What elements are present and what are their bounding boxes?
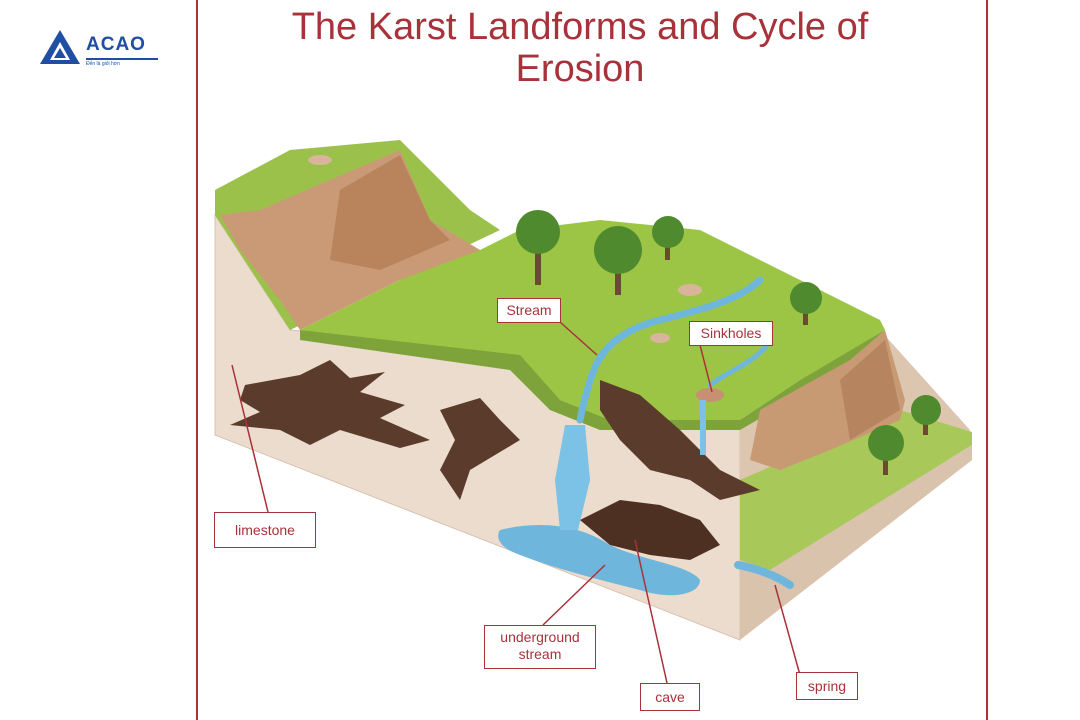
- underground-waterfall: [555, 425, 590, 530]
- acao-logo-mark-icon: [40, 30, 80, 64]
- spring-outflow: [734, 561, 794, 589]
- right-cliff-shade: [840, 340, 900, 440]
- tree-6: [911, 395, 941, 435]
- label-spring: spring: [796, 672, 858, 700]
- leader-spring: [774, 584, 801, 676]
- label-stream: Stream: [497, 298, 561, 323]
- tree-1: [516, 210, 560, 285]
- logo-tagline: Đến là giỏi hơn: [86, 61, 120, 67]
- label-limestone: limestone: [214, 512, 316, 548]
- tree-2: [594, 226, 642, 295]
- lower-plateau-front: [740, 445, 972, 640]
- fracture-network-mid: [440, 398, 520, 500]
- logo-name: ACAO: [86, 34, 146, 55]
- tree-4: [790, 282, 822, 325]
- sinkhole-1: [696, 388, 724, 402]
- label-sinkholes: Sinkholes: [689, 321, 773, 346]
- fracture-network-left: [230, 360, 430, 448]
- label-cave: cave: [640, 683, 700, 711]
- leader-sinkholes: [699, 344, 713, 393]
- tree-3: [652, 216, 684, 260]
- cave-chamber: [580, 500, 720, 560]
- sinkhole-4: [308, 155, 332, 165]
- sinkhole-3: [650, 333, 670, 343]
- label-underground-stream: underground stream: [484, 625, 596, 669]
- frame-right-line: [986, 0, 988, 720]
- frame-left-line: [196, 0, 198, 720]
- leader-cave: [634, 539, 668, 684]
- leader-stream: [559, 321, 598, 356]
- sinkhole-2: [678, 284, 702, 296]
- page-title: The Karst Landforms and Cycle of Erosion: [291, 6, 869, 90]
- plateau-edge-shade: [300, 330, 885, 430]
- logo-underline: [86, 58, 158, 60]
- acao-logo: ACAO Đến là giỏi hơn: [40, 28, 170, 68]
- left-cliff-shade: [330, 155, 450, 270]
- fracture-network-right: [600, 380, 760, 500]
- leader-limestone: [231, 364, 269, 513]
- underground-pool: [498, 525, 700, 596]
- leader-underground-stream: [542, 564, 606, 626]
- lower-plateau: [740, 410, 972, 570]
- tree-5: [868, 425, 904, 475]
- sinkhole-shaft-water: [700, 400, 706, 455]
- surface-stream: [576, 276, 764, 424]
